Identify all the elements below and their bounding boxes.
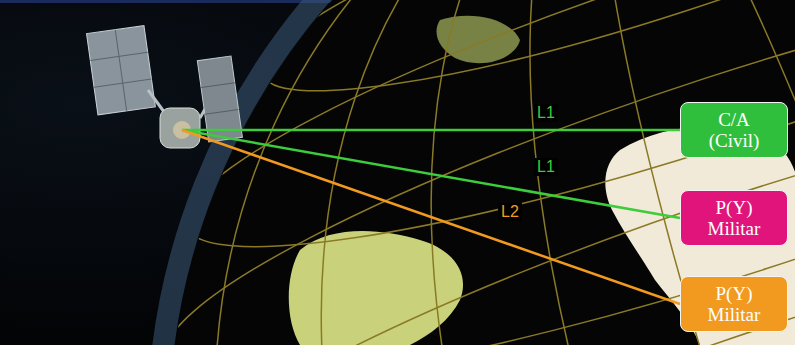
signal-ray bbox=[182, 130, 680, 304]
signal-box: C/A (Civil) bbox=[680, 102, 788, 158]
frequency-label: L1 bbox=[534, 158, 558, 176]
signal-ray bbox=[182, 129, 680, 132]
signal-box: P(Y) Militar bbox=[680, 190, 788, 246]
continent bbox=[605, 127, 795, 345]
continent bbox=[289, 231, 463, 345]
signal-name: C/A (Civil) bbox=[689, 109, 779, 151]
atmosphere-glow bbox=[158, 0, 795, 345]
frequency-label: L1 bbox=[534, 104, 558, 122]
signal-name: P(Y) Militar bbox=[689, 283, 779, 325]
signal-ray bbox=[182, 130, 680, 218]
frequency-label: L2 bbox=[498, 203, 522, 221]
signal-name: P(Y) Militar bbox=[689, 197, 779, 239]
signal-box: P(Y) Militar bbox=[680, 276, 788, 332]
globe bbox=[170, 0, 795, 345]
